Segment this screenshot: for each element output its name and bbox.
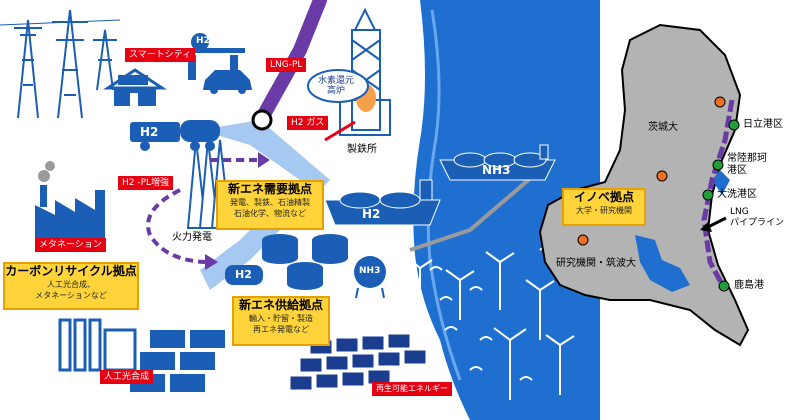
h2-tank-icon [225,265,263,285]
tank-nh3-label: NH3 [359,266,381,276]
tag-renewable-energy: 再生可能エネルギー [372,382,452,396]
blast-furnace-label: 水素還元 高炉 [318,76,354,96]
hub-innovation-line1: 大学・研究機関 [576,206,632,215]
hub-supply-title: 新エネ供給拠点 [238,298,323,312]
map-label-lng-line2: パイプライン [730,218,785,228]
map-label-hitachinaka-line1: 常陸那珂 [727,153,767,164]
blast-furnace-label-line1: 水素還元 [318,76,355,86]
hub-demand-title: 新エネ需要拠点 [227,182,312,196]
photosynthesis-plant-icon [58,318,137,372]
house-icon [103,68,167,106]
h2-pipeline-arrow-lower [146,188,206,264]
ship-h2-label: H2 [362,207,381,221]
blast-furnace-label-line2: 高炉 [327,86,346,96]
nh3-sphere-icon [354,256,386,299]
seawall-road [409,168,542,252]
ship-nh3-label: NH3 [482,163,511,177]
hub-supply-line2: 再エネ発電など [253,325,309,334]
hub-carbon-recycle: カーボンリサイクル拠点 人工光合成、 メタネーションなど [3,262,139,310]
hub-carbon-title: カーボンリサイクル拠点 [5,264,137,278]
dot-univ-north [714,96,726,108]
tag-h2-gas: H2 ガス [287,116,329,130]
blast-furnace-bubble [307,69,369,103]
tag-smart-city: スマートシティ [125,48,196,62]
h2-tanker-icon [324,179,441,226]
nh3-tanker-icon [439,144,556,181]
station-h2-label: H2 [196,36,210,46]
map-label-lng: LNG パイプライン [730,207,784,229]
steelworks-label: 製鉄所 [347,144,377,155]
tag-artificial-photosynthesis: 人工光合成 [100,370,154,384]
dot-kashima [718,280,730,292]
storage-tanks-icon [262,234,348,290]
map-label-lng-line1: LNG [730,207,749,217]
hub-demand: 新エネ需要拠点 発電、製鉄、石油精製 石油化学、物流など [216,180,324,230]
map-label-kashima: 鹿島港 [734,280,764,291]
hydrogen-station-icon [185,33,245,80]
hub-supply: 新エネ供給拠点 輸入・貯留・製造 再エネ発電など [232,296,330,346]
hub-demand-line2: 石油化学、物流など [234,209,306,218]
dot-research [577,234,589,246]
tag-methanation: メタネーション [35,238,106,252]
car-icon [203,70,252,94]
ibaraki-map [538,23,750,347]
map-label-hitachinaka-line2: 港区 [727,165,747,176]
dot-oarai [702,189,714,201]
power-pylon-left-icon [14,19,42,119]
map-label-oarai: 大洗港区 [717,189,757,200]
thermal-power-label: 火力発電 [172,232,212,243]
map-label-hitachinaka: 常陸那珂 港区 [727,153,767,177]
hub-carbon-line2: メタネーションなど [35,291,107,300]
tag-lng-pl: LNG-PL [266,58,307,72]
pipeline-end-icon [251,109,273,131]
hub-demand-line1: 発電、製鉄、石油精製 [230,198,310,207]
hub-carbon-line1: 人工光合成、 [47,280,95,289]
coast-water [712,170,730,195]
industrial-road [200,120,330,290]
hub-innovation-title: イノベ拠点 [573,190,634,204]
tank-h2-label: H2 [235,268,252,281]
power-pylon-mid-icon [52,9,88,119]
map-label-hitachi: 日立港区 [743,119,783,130]
dot-hitachinaka [712,159,724,171]
dot-hitachi [728,119,740,131]
map-label-ibaraki-univ: 茨城大 [648,122,678,133]
dot-univ-mito [656,170,668,182]
hub-innovation: イノベ拠点 大学・研究機関 [562,188,646,226]
lng-pipeline [255,0,327,125]
hub-supply-line1: 輸入・貯留・製造 [249,314,313,323]
hydrogen-truck-icon [130,120,220,151]
truck-h2-label: H2 [140,125,159,139]
methanation-factory-icon [35,161,105,240]
tag-h2-pl: H2 -PL増強 [118,176,174,190]
lake-kasumigaura [635,235,690,292]
power-pylon-right-icon [93,29,117,91]
wind-turbines-icon [407,251,575,400]
map-label-research: 研究機関・筑波大 [556,258,636,269]
